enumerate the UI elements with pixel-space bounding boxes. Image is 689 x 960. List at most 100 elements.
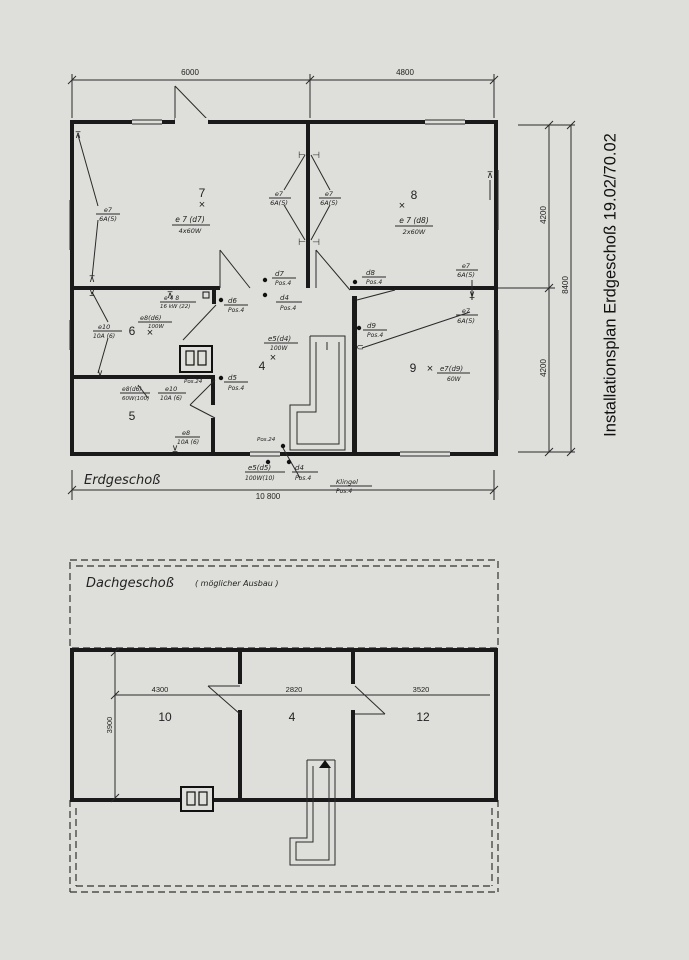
svg-text:×: ×	[147, 327, 153, 339]
dimension-top: 6000 4800	[67, 68, 499, 118]
svg-text:×: ×	[399, 200, 405, 212]
label-e7-d9-sub: 60W	[447, 376, 462, 383]
label-e8-room5: e8(d6)	[122, 386, 142, 393]
label-e7-mid-b: e7	[325, 190, 334, 198]
label-d9: d9	[367, 322, 376, 330]
label-d7-sub: Pos.4	[275, 280, 291, 287]
svg-text:⊣: ⊣	[312, 237, 320, 247]
label-e8-d6: e8(d6)	[140, 314, 161, 322]
label-e7-right-b-sub: 6A(5)	[457, 317, 475, 325]
svg-text:×: ×	[270, 352, 276, 364]
label-e7-room7-sub: 4x60W	[179, 227, 202, 235]
label-d4-bottom: d4	[295, 464, 304, 472]
label-e7-room8: e 7 (d8)	[399, 216, 429, 225]
svg-text:⊼: ⊼	[89, 274, 96, 284]
label-e7-room8-sub: 2x60W	[403, 228, 426, 236]
dim-right-lower: 4200	[539, 359, 548, 377]
label-d7: d7	[275, 270, 284, 278]
label-d9-sub: Pos.4	[367, 332, 383, 339]
room-7-number: 7	[199, 186, 206, 200]
label-e7-mid-b-sub: 6A(5)	[320, 199, 338, 207]
label-pos-small: Pos.24	[184, 379, 203, 385]
room-numbers: 7 8 6 5 4 9	[129, 186, 418, 423]
attic-dim-2: 2820	[286, 685, 303, 694]
label-e8-low: e8	[182, 429, 190, 437]
attic-plan: Dachgeschoß ( möglicher Ausbau ) 4300 28…	[69, 559, 499, 893]
attic-room-10: 10	[158, 710, 172, 724]
attic-staircase	[289, 759, 336, 866]
windows	[69, 118, 499, 458]
label-d8-sub: Pos.4	[366, 279, 382, 286]
label-e5-d4: e5(d4)	[268, 335, 291, 343]
label-e10-room6-sub: 10A (6)	[93, 333, 115, 340]
svg-text:⊻: ⊻	[97, 369, 104, 379]
svg-text:⊂: ⊂	[356, 342, 364, 352]
ground-floor-label: Erdgeschoß	[84, 473, 160, 488]
label-e10-room6: e10	[98, 323, 110, 331]
label-d5: d5	[228, 374, 237, 382]
svg-text:⊼: ⊼	[75, 130, 82, 140]
svg-text:⊼: ⊼	[487, 170, 494, 180]
label-e7-left: e7	[104, 206, 113, 214]
entry-door-top	[174, 85, 209, 125]
room-9-number: 9	[410, 361, 417, 375]
label-d8: d8	[366, 269, 375, 277]
svg-text:⊼: ⊼	[167, 290, 174, 300]
ground-floor-plan: 6000 4800	[67, 68, 576, 501]
dim-bottom-total: 10 800	[256, 492, 281, 501]
label-d6-top: d6	[228, 297, 237, 305]
label-d6-top-sub: Pos.4	[228, 307, 244, 314]
label-e7-left-sub: 6A(5)	[99, 215, 117, 223]
label-e8-room5-sub: 60W(100)	[122, 396, 149, 402]
svg-text:×: ×	[427, 363, 433, 375]
door-swings	[182, 249, 396, 419]
label-e10-room5-sub: 10A (6)	[160, 395, 182, 402]
label-klingel: Klingel	[336, 478, 358, 486]
label-e7-right-b: e7	[462, 307, 471, 315]
label-e7-mid-a-sub: 6A(5)	[270, 199, 288, 207]
dim-top-right: 4800	[396, 68, 414, 77]
circuit-annotations: e 7 (d7) 4x60W e 7 (d8) 2x60W e7 6A(5) e…	[93, 190, 478, 495]
svg-text:⊻: ⊻	[172, 444, 179, 454]
room-6-number: 6	[129, 324, 136, 338]
drawing-title: Installationsplan Erdgeschoß 19.02/70.02	[601, 133, 620, 437]
svg-text:⊻: ⊻	[89, 288, 96, 298]
label-e5-d4-sub: 100W	[270, 345, 288, 352]
label-e48: e 4 8	[164, 295, 179, 302]
label-klingel-sub: Pos.4	[336, 488, 352, 495]
stove-icon	[179, 345, 213, 373]
label-e5-d5: e5(d5)	[248, 464, 271, 472]
label-e10-room5: e10	[165, 385, 177, 393]
svg-text:×: ×	[199, 199, 205, 211]
room-5-number: 5	[129, 409, 136, 423]
label-e7-room7: e 7 (d7)	[175, 215, 205, 224]
dim-right-total: 8400	[561, 276, 570, 294]
dim-top-left: 6000	[181, 68, 199, 77]
label-d5-sub: Pos.4	[228, 385, 244, 392]
room-8-number: 8	[411, 188, 418, 202]
label-e7-mid-a: e7	[275, 190, 284, 198]
svg-text:⊢: ⊢	[298, 150, 306, 160]
label-d4-top-sub: Pos.4	[280, 305, 296, 312]
attic-dim-height: 3900	[105, 717, 114, 734]
room-4-number: 4	[259, 359, 266, 373]
attic-room-12: 12	[416, 710, 430, 724]
dim-right-upper: 4200	[539, 206, 548, 224]
electrical-symbols: ⊼ ⊼ ⊻ ⊻ ⊢ ⊣ ⊢ ⊣ ⊼ ⊻ ⊂ ⊻ ⊼ × × × ×	[75, 130, 494, 465]
attic-label: Dachgeschoß	[86, 576, 174, 591]
attic-dim-1: 4300	[152, 685, 169, 694]
attic-room-4: 4	[289, 710, 296, 724]
label-d4-top: d4	[280, 294, 289, 302]
svg-text:⊻: ⊻	[469, 290, 476, 300]
label-e7-right-a-sub: 6A(5)	[457, 271, 475, 279]
label-pos-stair: Pos.24	[257, 437, 276, 443]
attic-dim-3: 3520	[413, 685, 430, 694]
label-e5-d5-sub: 100W(10)	[245, 475, 275, 482]
label-e7-right-a: e7	[462, 262, 471, 270]
svg-text:⊢: ⊢	[298, 237, 306, 247]
dimension-right: 4200 4200 8400	[498, 120, 576, 457]
attic-stove-icon	[180, 786, 214, 812]
staircase	[289, 335, 346, 451]
label-e8-low-sub: 10A (6)	[177, 439, 199, 446]
